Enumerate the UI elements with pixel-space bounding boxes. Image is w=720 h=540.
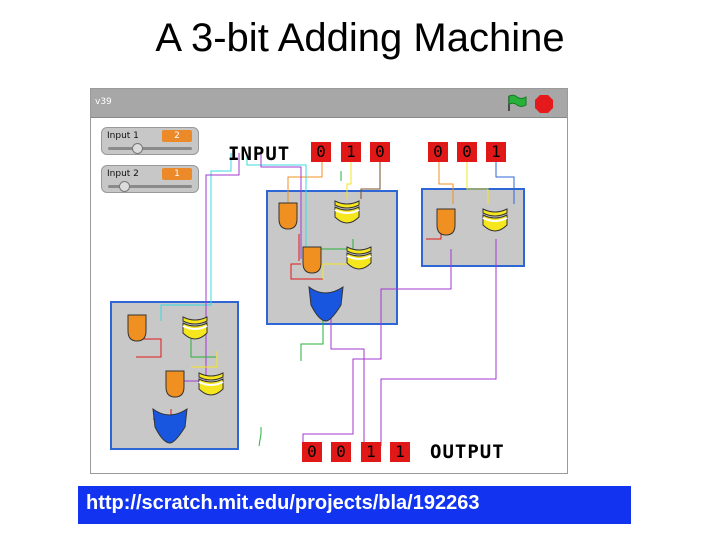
stage-header-bar: v39 <box>91 89 567 118</box>
input-b-bit: 0 <box>457 142 477 162</box>
or-gate-icon <box>308 285 344 322</box>
scratch-stage: v39 <box>90 88 568 474</box>
output-label: OUTPUT <box>430 441 505 463</box>
input-a-bit: 0 <box>370 142 390 162</box>
and-gate-icon <box>436 208 456 236</box>
xor-gate-icon <box>182 316 208 340</box>
and-gate-icon <box>278 202 298 230</box>
slider-label: Input 2 <box>107 169 139 179</box>
and-gate-icon <box>165 370 185 398</box>
slide-title: A 3-bit Adding Machine <box>155 16 565 60</box>
slider-input-2[interactable]: Input 2 1 <box>101 165 199 193</box>
xor-gate-icon <box>346 246 372 270</box>
slider-value: 2 <box>162 130 192 142</box>
input-b-bit: 1 <box>486 142 506 162</box>
green-flag-icon[interactable] <box>505 94 527 112</box>
stop-sign-icon[interactable] <box>535 95 553 113</box>
slider-track[interactable] <box>108 185 192 188</box>
input-a-bit: 1 <box>341 142 361 162</box>
and-gate-icon <box>127 314 147 342</box>
output-bit: 1 <box>361 442 381 462</box>
output-bit: 0 <box>302 442 322 462</box>
url-banner: http://scratch.mit.edu/projects/bla/1922… <box>78 486 631 524</box>
slider-label: Input 1 <box>107 131 139 141</box>
xor-gate-icon <box>198 372 224 396</box>
xor-gate-icon <box>482 208 508 232</box>
input-label: INPUT <box>228 143 291 165</box>
slider-knob[interactable] <box>119 181 130 192</box>
or-gate-icon <box>152 407 188 444</box>
slider-value: 1 <box>162 168 192 180</box>
input-a-bit: 0 <box>311 142 331 162</box>
slider-knob[interactable] <box>132 143 143 154</box>
project-url-link[interactable]: http://scratch.mit.edu/projects/bla/1922… <box>86 492 480 514</box>
output-bit: 1 <box>390 442 410 462</box>
xor-gate-icon <box>334 200 360 224</box>
version-label: v39 <box>95 97 112 107</box>
and-gate-icon <box>302 246 322 274</box>
input-b-bit: 0 <box>428 142 448 162</box>
circuit-wires <box>110 153 525 450</box>
slider-input-1[interactable]: Input 1 2 <box>101 127 199 155</box>
slider-track[interactable] <box>108 147 192 150</box>
output-bit: 0 <box>331 442 351 462</box>
